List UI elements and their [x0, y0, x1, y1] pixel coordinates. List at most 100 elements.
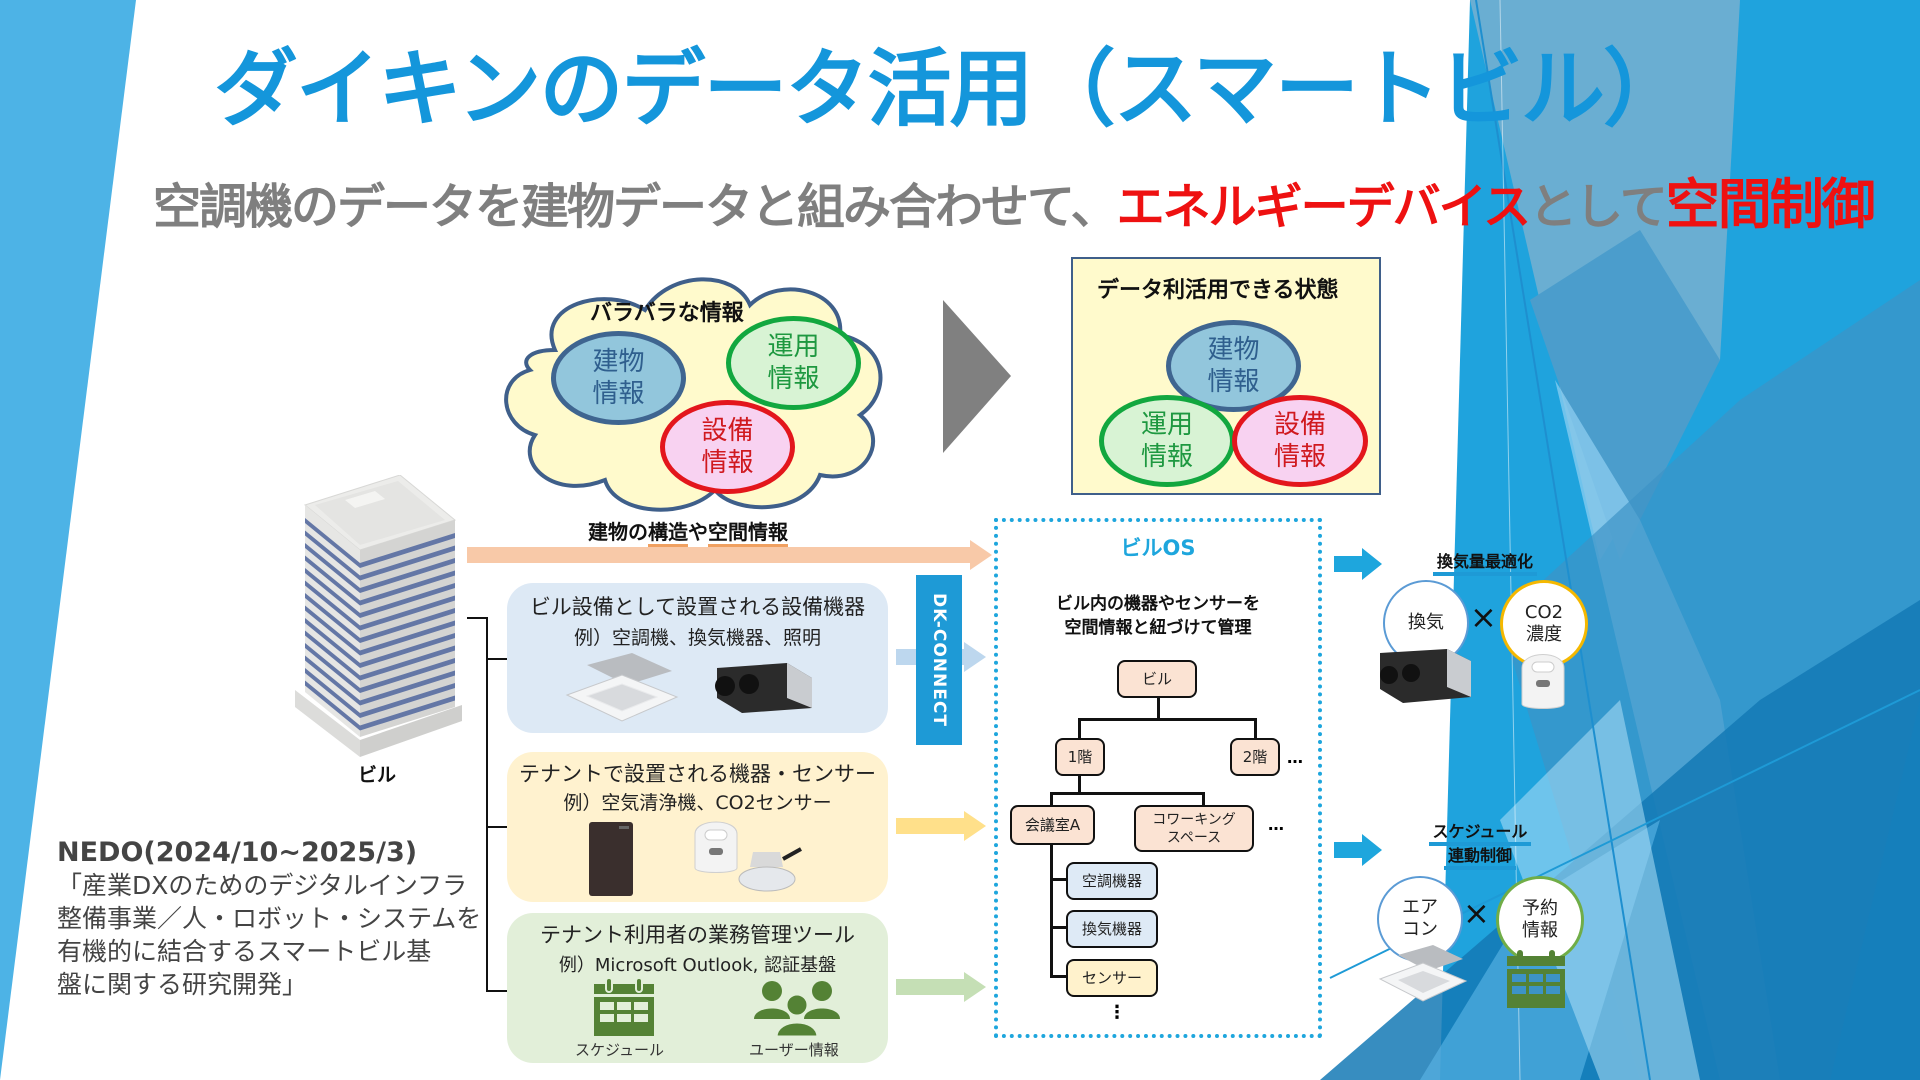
- category-example: 例）空気清浄機、CO2センサー: [563, 792, 832, 814]
- schedule-control-title: スケジュール 連動制御: [1410, 822, 1550, 870]
- building-stripe: [360, 595, 455, 631]
- nedo-line: 盤に関する研究開発」: [57, 970, 308, 999]
- ellipse-text: 情報: [592, 379, 645, 409]
- circle-text: エア: [1402, 897, 1438, 918]
- calendar-icon: [594, 978, 654, 1036]
- subtitle-part-3: として: [1529, 179, 1668, 235]
- building-stripe: [305, 568, 360, 618]
- tree-connector: [1078, 774, 1081, 794]
- ellipse-text: 設備: [1273, 410, 1326, 440]
- right-panel-facet-7: [1500, 700, 1700, 1080]
- schedule-label: スケジュール: [575, 1041, 664, 1059]
- co2-sensor-image: [694, 821, 738, 873]
- description-line: ビル内の機器やセンサーを: [1056, 594, 1260, 614]
- building-stripe: [305, 555, 360, 606]
- title-text: 連動制御: [1443, 846, 1516, 870]
- tree-connector: [1254, 718, 1257, 740]
- ventilation-optimization-title: 換気量最適化: [1415, 552, 1555, 576]
- ceiling-cassette-ac-image: [565, 653, 679, 722]
- tree-node-ac-equipment[interactable]: 空調機器: [1066, 862, 1158, 900]
- building-stripe: [305, 643, 360, 693]
- building-stripe: [360, 633, 455, 668]
- structure-data-arrow: [467, 540, 992, 570]
- bracket-line: [486, 826, 508, 828]
- ellipse-text: 建物: [592, 347, 645, 377]
- building-os-description: ビル内の機器やセンサーを 空間情報と紐づけて管理: [994, 592, 1322, 640]
- tree-connector: [1202, 792, 1205, 806]
- tree-node-building[interactable]: ビル: [1117, 660, 1197, 698]
- category-title: テナント利用者の業務管理ツール: [540, 923, 855, 947]
- tree-node-coworking-space[interactable]: コワーキング スペース: [1134, 805, 1254, 852]
- building-label: ビル: [358, 764, 397, 786]
- ellipse-text: 設備: [701, 416, 754, 446]
- reservation-info-circle: 予約情報: [1496, 876, 1584, 964]
- tree-connector: [1157, 696, 1160, 720]
- calendar-icon: [1507, 950, 1565, 1008]
- tree-node-floor-1[interactable]: 1階: [1055, 738, 1105, 776]
- building-stripe: [360, 683, 455, 718]
- air-purifier-image: [589, 822, 633, 896]
- circle-text: CO2: [1524, 602, 1564, 623]
- building-stripe: [305, 530, 360, 581]
- tree-connector: [1050, 975, 1066, 978]
- building-stripe: [360, 620, 455, 656]
- cloud-heading: バラバラな情報: [590, 301, 744, 326]
- equipment-info-ellipse: 設備情報: [1232, 395, 1368, 487]
- category-tenant-tools: テナント利用者の業務管理ツール 例）Microsoft Outlook, 認証基…: [507, 913, 888, 1063]
- ellipse-text: 情報: [1207, 367, 1260, 397]
- tree-connector: [1050, 878, 1066, 881]
- rooms-ellipsis: …: [1268, 815, 1284, 834]
- structure-space-label: 建物の構造や空間情報: [588, 516, 788, 549]
- building-stripe: [360, 558, 455, 593]
- building-stripe: [305, 618, 360, 668]
- building-stripe: [305, 655, 360, 706]
- ellipse-text: 運用: [1140, 410, 1193, 440]
- category-tenant-devices: テナントで設置される機器・センサー 例）空気清浄機、CO2センサー: [507, 752, 888, 902]
- page-title: ダイキンのデータ活用（スマートビル）: [214, 40, 1687, 138]
- circle-text: 濃度: [1525, 624, 1562, 645]
- nedo-project-note: NEDO(2024/10~2025/3) 「産業DXのためのデジタルインフラ 整…: [57, 836, 481, 1001]
- label-part: 建物の: [588, 520, 648, 544]
- circle-text: コン: [1402, 919, 1438, 940]
- tree-node-ventilation-equipment[interactable]: 換気機器: [1066, 910, 1158, 948]
- tree-connector: [1050, 792, 1053, 806]
- nedo-line: 整備事業／人・ロボット・システムを: [57, 904, 482, 933]
- floors-ellipsis: …: [1287, 748, 1303, 767]
- building-os-title: ビルOS: [1120, 536, 1196, 560]
- subtitle: 空調機のデータを建物データと組み合わせて、エネルギーデバイスとして空間制御: [153, 160, 1876, 239]
- tree-node-meeting-room-a[interactable]: 会議室A: [1010, 805, 1095, 845]
- building-stripe: [360, 583, 455, 618]
- ellipse-text: 情報: [1273, 442, 1326, 472]
- bracket-line: [486, 658, 508, 660]
- category-title: テナントで設置される機器・センサー: [519, 762, 876, 786]
- output-arrow-schedule: [1334, 834, 1382, 866]
- left-blue-strip: [0, 0, 136, 1080]
- building-stripe: [360, 570, 455, 606]
- label-part: や: [688, 520, 708, 544]
- building-stripe: [305, 593, 360, 643]
- building-stripe: [305, 668, 360, 718]
- tree-node-floor-2[interactable]: 2階: [1230, 738, 1280, 776]
- equipment-info-ellipse: 設備情報: [660, 400, 795, 494]
- nedo-line: 「産業DXのためのデジタルインフラ: [57, 871, 468, 900]
- nedo-line: 有機的に結合するスマートビル基: [57, 937, 432, 966]
- category-example: 例）空調機、換気機器、照明: [573, 627, 821, 649]
- label-highlight: 空間情報: [708, 520, 788, 549]
- tree-node-sensor[interactable]: センサー: [1066, 959, 1158, 997]
- tree-connector: [1050, 843, 1053, 978]
- description-line: 空間情報と紐づけて管理: [1064, 618, 1252, 638]
- building-stripe: [305, 580, 360, 631]
- building-stripe: [360, 545, 455, 581]
- subtitle-space-control: 空間制御: [1665, 173, 1876, 236]
- tenant-tool-data-arrow: [896, 972, 986, 1002]
- tenant-device-data-arrow: [896, 811, 986, 841]
- building-stripe: [360, 670, 455, 706]
- building-info-ellipse: 建物情報: [551, 331, 686, 425]
- co2-sensor-image: [1521, 654, 1565, 709]
- devices-ellipsis: ⋮: [1108, 1002, 1126, 1023]
- bracket-line: [486, 617, 488, 991]
- category-building-equipment: ビル設備として設置される設備機器 例）空調機、換気機器、照明: [507, 583, 888, 733]
- ellipse-text: 情報: [767, 364, 820, 394]
- tree-connector: [1078, 718, 1257, 721]
